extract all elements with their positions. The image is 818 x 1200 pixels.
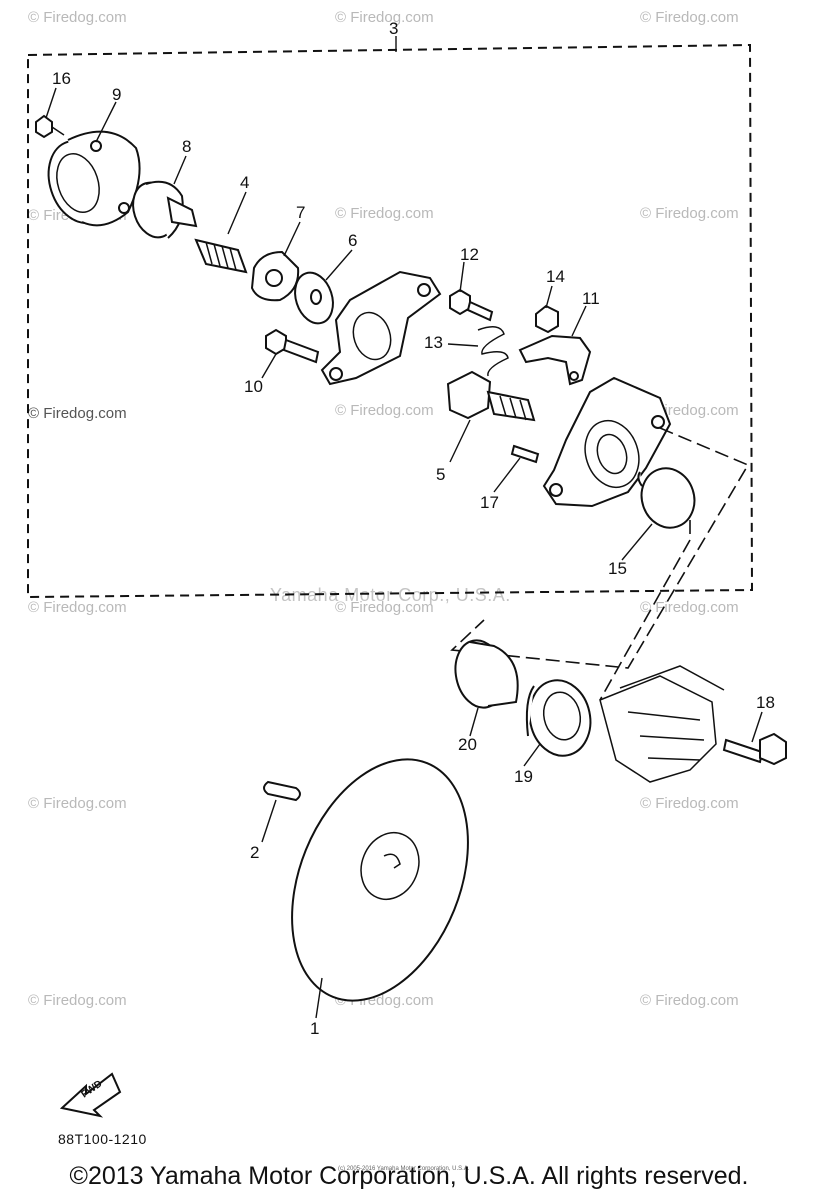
watermark: © Firedog.com: [28, 992, 127, 1009]
callout-20: 20: [458, 735, 477, 754]
copyright-footer: ©2013 Yamaha Motor Corporation, U.S.A. A…: [69, 1162, 749, 1190]
part-19-bearing: [525, 679, 592, 757]
callout-4: 4: [240, 173, 249, 192]
callout-15: 15: [608, 559, 627, 578]
callout-19: 19: [514, 767, 533, 786]
callout-6: 6: [348, 231, 357, 250]
watermark: © Firedog.com: [640, 795, 739, 812]
part-10-bolt: [265, 328, 320, 364]
callout-2: 2: [250, 843, 259, 862]
routing-line: [450, 427, 750, 701]
part-17-pin: [510, 444, 540, 464]
callout-13: 13: [424, 333, 443, 352]
watermark: © Firedog.com: [335, 9, 434, 26]
watermark: © Firedog.com: [640, 599, 739, 616]
callout-5: 5: [436, 465, 445, 484]
part-6-washer: [294, 271, 334, 325]
watermark: © Firedog.com: [28, 9, 127, 26]
part-7-gear-plate: [250, 250, 300, 302]
callout-11: 11: [582, 289, 600, 308]
callout-18: 18: [756, 693, 775, 712]
callout-16: 16: [52, 69, 71, 88]
part-15-cap: [637, 467, 696, 529]
watermark: © Firedog.com: [28, 405, 127, 422]
callout-17: 17: [480, 493, 499, 512]
callout-10: 10: [244, 377, 263, 396]
part-8-hub: [132, 180, 198, 239]
part-14-nut: [535, 304, 559, 334]
part-engine-case: [599, 665, 725, 783]
watermark: © Firedog.com: [640, 992, 739, 1009]
corp-watermark: Yamaha Motor Corp., U.S.A.: [270, 585, 511, 605]
callout-3: 3: [389, 19, 398, 38]
callout-14: 14: [546, 267, 565, 286]
part-18-bolt: [722, 732, 787, 766]
part-11-lever: [518, 334, 592, 386]
watermark: © Firedog.com: [28, 599, 127, 616]
tiny-notice: (c) 2005-2016 Yamaha Motor Corporation, …: [338, 1166, 470, 1172]
callout-1: 1: [310, 1019, 319, 1038]
assembly-boundary: [27, 43, 754, 599]
diagram-code: 88T100-1210: [58, 1131, 147, 1147]
watermark: © Firedog.com: [335, 599, 434, 616]
callout-8: 8: [182, 137, 191, 156]
callout-9: 9: [112, 85, 121, 104]
part-16-bolt: [35, 114, 65, 139]
leader-lines: [45, 87, 763, 1019]
part-2-key: [263, 780, 301, 802]
watermark: © Firedog.com: [28, 795, 127, 812]
part-13-spring: [477, 326, 509, 377]
part-4-shaft: [194, 238, 248, 274]
part-housing: [320, 270, 442, 386]
part-9-cover: [47, 130, 141, 227]
watermark: © Firedog.com: [640, 205, 739, 222]
part-12-bolt: [449, 288, 494, 322]
part-5-worm-gear: [446, 370, 536, 422]
part-1-pulley: [291, 758, 469, 1002]
callout-7: 7: [296, 203, 305, 222]
watermark: © Firedog.com: [335, 205, 434, 222]
callouts: 3 16 9 8 4 7 6 12 14 11 13 10 5 17 15 18…: [52, 19, 775, 1038]
part-20-cap: [454, 639, 519, 709]
watermark: © Firedog.com: [335, 402, 434, 419]
watermark: © Firedog.com: [640, 9, 739, 26]
fwd-arrow-icon: FWD: [59, 1072, 122, 1118]
callout-12: 12: [460, 245, 479, 264]
